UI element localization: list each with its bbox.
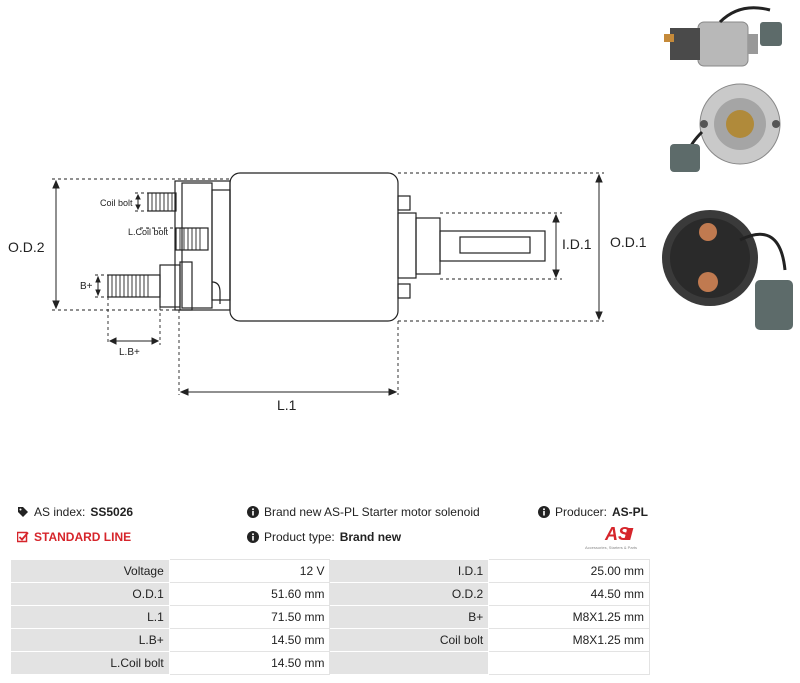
spec-value bbox=[488, 651, 650, 675]
solenoid-cap bbox=[174, 180, 231, 311]
solenoid-technical-drawing: O.D.2 O.D.1 I.D.1 L.1 L.B+ B+ Coil bolt … bbox=[8, 172, 647, 413]
spec-value: 14.50 mm bbox=[168, 651, 331, 675]
as-index: AS index: SS5026 bbox=[17, 505, 133, 519]
spec-value: 14.50 mm bbox=[168, 628, 331, 652]
description: Brand new AS-PL Starter motor solenoid bbox=[247, 505, 480, 519]
product-photo-front bbox=[670, 83, 781, 172]
svg-text:Accessories, Starters & Parts: Accessories, Starters & Parts bbox=[585, 545, 637, 550]
b-label: B+ bbox=[80, 281, 93, 292]
coil-bolt-label: Coil bolt bbox=[100, 198, 133, 208]
spec-value: M8X1.25 mm bbox=[488, 628, 650, 652]
spec-key: L.Coil bolt bbox=[10, 651, 170, 675]
checkbox-icon bbox=[17, 531, 29, 543]
spec-key: L.1 bbox=[10, 605, 170, 629]
spec-key: O.D.2 bbox=[329, 582, 490, 606]
solenoid-flange bbox=[397, 212, 417, 279]
producer: Producer: AS-PL bbox=[537, 505, 648, 519]
product-type-label: Product type: bbox=[264, 530, 335, 544]
producer-value: AS-PL bbox=[612, 505, 648, 519]
od2-label: O.D.2 bbox=[8, 239, 45, 255]
svg-text:AS: AS bbox=[604, 524, 630, 544]
coil-bolt bbox=[147, 192, 177, 212]
standard-line-text: STANDARD LINE bbox=[34, 530, 132, 544]
plunger-shaft bbox=[439, 230, 546, 262]
l1-label: L.1 bbox=[277, 397, 297, 413]
spec-value: 25.00 mm bbox=[488, 559, 650, 583]
spec-value: 51.60 mm bbox=[168, 582, 331, 606]
spec-value: M8X1.25 mm bbox=[488, 605, 650, 629]
product-type-value: Brand new bbox=[339, 530, 402, 544]
spec-value: 12 V bbox=[168, 559, 331, 583]
spec-key: Voltage bbox=[10, 559, 170, 583]
spec-value: 44.50 mm bbox=[488, 582, 650, 606]
as-index-label: AS index: bbox=[34, 505, 86, 519]
info-icon bbox=[247, 531, 259, 543]
spec-key: L.B+ bbox=[10, 628, 170, 652]
spec-key bbox=[329, 651, 490, 675]
tag-icon bbox=[18, 507, 28, 517]
info-icon bbox=[247, 506, 259, 518]
product-photo-back bbox=[662, 210, 793, 330]
spec-key: B+ bbox=[329, 605, 490, 629]
spec-key: Coil bolt bbox=[329, 628, 490, 652]
l-coil-bolt-label: L.Coil bolt bbox=[128, 227, 169, 237]
od1-label: O.D.1 bbox=[610, 234, 647, 250]
description-text: Brand new AS-PL Starter motor solenoid bbox=[264, 505, 480, 519]
spec-key: O.D.1 bbox=[10, 582, 170, 606]
spec-value: 71.50 mm bbox=[168, 605, 331, 629]
solenoid-body bbox=[229, 172, 399, 322]
product-type: Product type: Brand new bbox=[247, 530, 401, 544]
spec-key: I.D.1 bbox=[329, 559, 490, 583]
info-icon bbox=[537, 506, 550, 518]
lb-label: L.B+ bbox=[119, 347, 140, 358]
as-index-value: SS5026 bbox=[90, 505, 134, 519]
id1-label: I.D.1 bbox=[562, 236, 592, 252]
standard-line: STANDARD LINE bbox=[17, 530, 131, 544]
producer-label: Producer: bbox=[554, 505, 607, 519]
product-photo-side bbox=[664, 6, 782, 67]
as-pl-logo: AS Accessories, Starters & Parts bbox=[585, 524, 637, 550]
